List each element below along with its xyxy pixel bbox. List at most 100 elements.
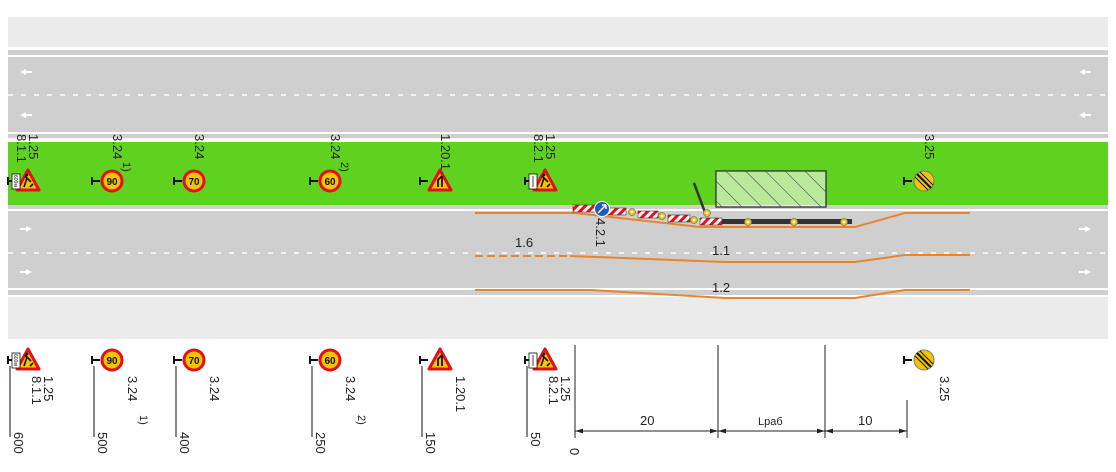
sign-top-s600: 600м 1.258.1.1 [7, 134, 41, 192]
sign-bottom-s50: 1.258.2.1 50 [524, 347, 573, 446]
sign-code-label: 1.20.1 [438, 134, 453, 170]
sign-footnote-label: 2) [338, 162, 350, 172]
arrow-right-icon [1079, 226, 1091, 232]
sign-footnote-label: 1) [137, 415, 149, 425]
speed-limit-icon: 90 [100, 169, 124, 193]
sign-code-label: 3.24 [207, 376, 222, 401]
sign-top-s400: 703.24 [173, 134, 207, 193]
sign-4-2-1-icon [594, 201, 610, 217]
arrow-right-icon [20, 226, 32, 232]
zone-length-plate-icon [528, 352, 538, 369]
distance-label: 250 [313, 432, 328, 454]
sign-bottom-s500: 90 3.24 1) 500 [91, 348, 149, 454]
sign-code2-label: 8.2.1 [546, 376, 561, 405]
sign-bottom-s400: 703.24 400 [173, 348, 222, 454]
sign-code-label: 3.24 [110, 134, 125, 159]
warning-lamp-icon [790, 218, 798, 226]
sign-code-label: 3.24 [343, 376, 358, 401]
warning-lamp-icon [658, 212, 666, 220]
end-of-limit-icon [913, 349, 935, 371]
sign-code2-label: 8.1.1 [14, 134, 29, 163]
svg-text:600м: 600м [12, 354, 18, 366]
svg-text:90: 90 [106, 356, 118, 367]
road-narrowing-icon [427, 347, 453, 371]
svg-text:60: 60 [324, 177, 336, 188]
sign-code-label: 3.25 [922, 134, 937, 159]
speed-limit-icon: 60 [318, 348, 342, 372]
signs-layer: 600м1.258.1.1600м1.258.1.1600903.241)903… [7, 134, 952, 454]
sign-code-label: 1.25 [558, 376, 573, 401]
arrow-left-icon [20, 112, 32, 118]
distance-label: 500 [95, 432, 110, 454]
arrow-left-icon [1079, 69, 1091, 75]
bottom-verge [8, 297, 1108, 339]
sign-code-label: 1.20.1 [453, 376, 468, 412]
speed-limit-icon: 60 [318, 169, 342, 193]
sign-4-2-1-label: 4.2.1 [593, 218, 608, 247]
marking-edge-line [475, 212, 970, 228]
svg-text:60: 60 [324, 356, 336, 367]
sign-top-s500: 90 3.24 1) [91, 134, 132, 193]
top-verge [8, 17, 1108, 47]
barrier-stripe [637, 210, 659, 219]
sign-footnote-label: 1) [120, 162, 132, 172]
sign-top-s250: 60 3.24 2) [309, 134, 350, 193]
sign-code-label: 1.25 [26, 134, 41, 159]
distance-plate: 600м [11, 173, 21, 190]
sign-top-s150: 1.20.1 [419, 134, 453, 192]
zero-label: 0 [567, 448, 582, 455]
sign-footnote-label: 2) [355, 415, 367, 425]
svg-text:90: 90 [106, 177, 118, 188]
sign-top-send: 3.25 [903, 134, 937, 192]
dimension-lwork: Lраб [758, 416, 783, 428]
dimension-20: 20 [640, 413, 654, 428]
zone-length-plate-icon [528, 173, 538, 190]
sign-code-label: 3.24 [192, 134, 207, 159]
sign-code2-label: 8.1.1 [29, 376, 44, 405]
upper-carriageway [8, 50, 1108, 138]
marking-1-1 [569, 254, 970, 263]
distance-label: 150 [423, 432, 438, 454]
temporary-markings [475, 212, 970, 299]
barrier-stripe [667, 214, 691, 223]
barrier-stripe [699, 217, 723, 226]
distance-label: 400 [177, 432, 192, 454]
direction-arrows [20, 69, 1091, 275]
sign-code-label: 3.24 [125, 376, 140, 401]
dimension-lines [574, 345, 908, 438]
speed-limit-icon: 90 [100, 348, 124, 372]
arrow-left-icon [1079, 112, 1091, 118]
end-of-limit-icon [913, 170, 935, 192]
sign-code-label: 1.25 [543, 134, 558, 159]
distance-label: 600 [11, 432, 26, 454]
marking-1-2 [475, 289, 970, 299]
lower-carriageway [8, 205, 1108, 295]
sign-code2-label: 8.2.1 [531, 134, 546, 163]
sign-top-s50: 1.258.2.1 [524, 134, 558, 192]
arrow-right-icon [20, 269, 32, 275]
marking-1-1-label: 1.1 [712, 243, 730, 258]
warning-arrow-pole [692, 182, 708, 216]
sign-bottom-send: 3.25 [903, 349, 952, 401]
warning-lamp-icon [840, 218, 848, 226]
arrow-left-icon [20, 69, 32, 75]
distance-label: 50 [528, 432, 543, 446]
sign-bottom-s150: 1.20.1 150 [419, 347, 468, 454]
speed-limit-icon: 70 [182, 169, 206, 193]
fence-bar [722, 219, 852, 224]
sign-code-label: 1.25 [41, 376, 56, 401]
distance-plate: 600м [11, 352, 21, 369]
svg-text:600м: 600м [12, 175, 18, 187]
warning-lamp-icon [703, 209, 711, 217]
barrier-stripe [572, 204, 598, 213]
sign-code-label: 3.24 [328, 134, 343, 159]
warning-lamp-icon [744, 218, 752, 226]
svg-text:70: 70 [188, 177, 200, 188]
dimension-10: 10 [858, 413, 872, 428]
speed-limit-icon: 70 [182, 348, 206, 372]
warning-lamp-icon [690, 216, 698, 224]
arrow-right-icon [1079, 269, 1091, 275]
sign-bottom-s250: 60 3.24 2) 250 [309, 348, 367, 454]
warning-lamp-icon [628, 208, 636, 216]
